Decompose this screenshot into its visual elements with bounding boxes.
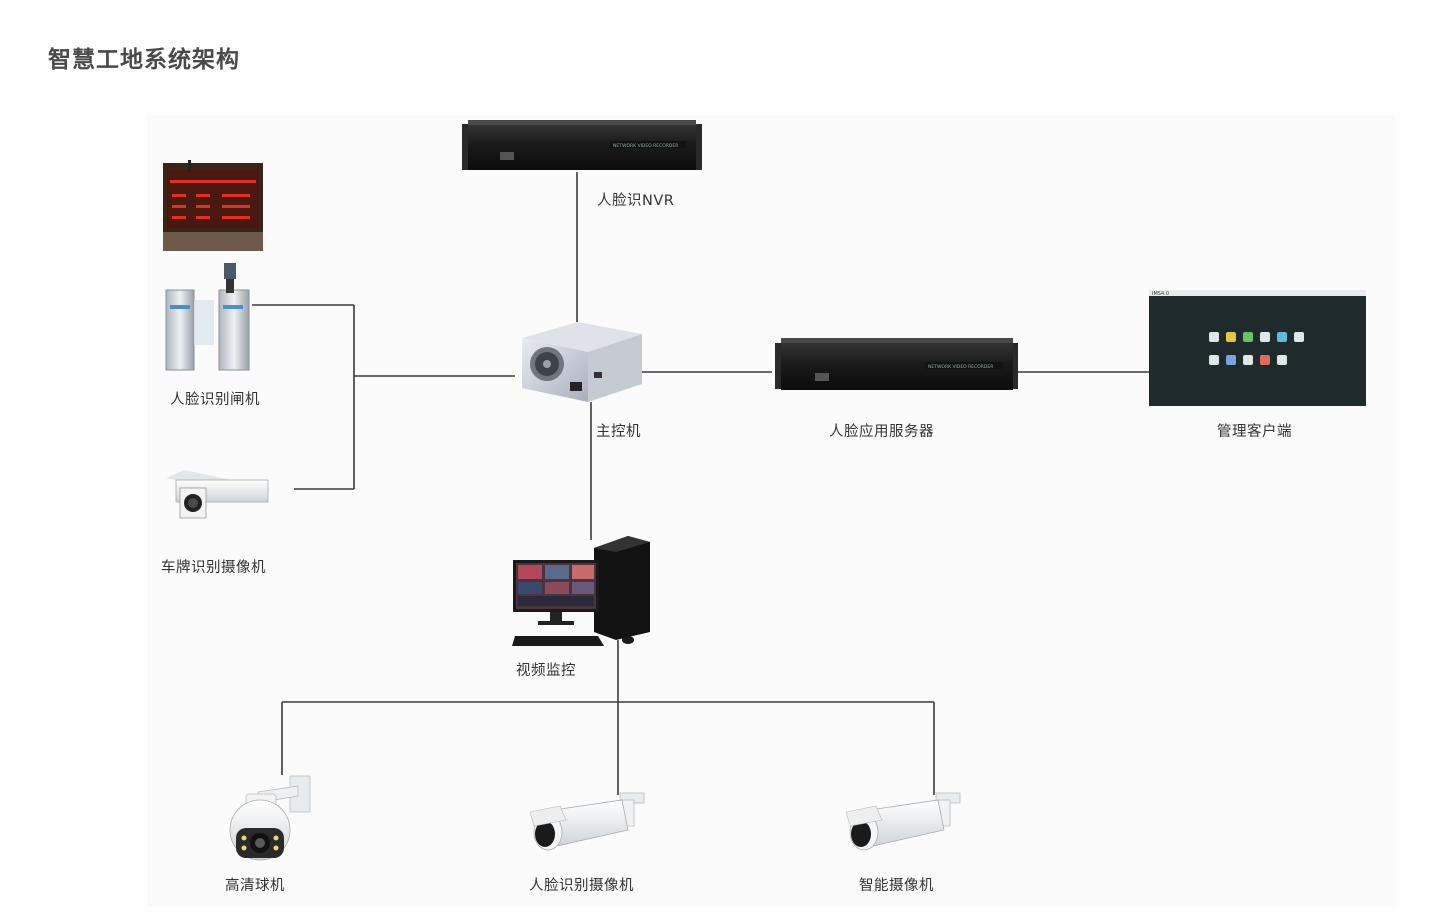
smart-camera-device: [845, 792, 961, 851]
led-display-device: [163, 160, 263, 251]
server-caption: NETWORK VIDEO RECORDER: [928, 364, 993, 370]
label-host: 主控机: [596, 424, 641, 440]
face-server-device: NETWORK VIDEO RECORDER: [775, 338, 1018, 390]
video-monitor-device: [512, 536, 650, 646]
page-title: 智慧工地系统架构: [48, 47, 240, 73]
nvr-caption: NETWORK VIDEO RECORDER: [613, 143, 678, 149]
plate-camera-device: [166, 470, 270, 519]
screen-caption: IMS4.0: [1152, 291, 1169, 297]
label-client: 管理客户端: [1217, 424, 1292, 440]
host-device: [522, 322, 642, 402]
nvr-device: NETWORK VIDEO RECORDER: [462, 120, 702, 170]
diagram-panel: [146, 115, 1396, 907]
gate-device: [165, 263, 250, 371]
label-face-server: 人脸应用服务器: [829, 424, 934, 440]
connection-lines: [252, 172, 1150, 795]
client-screen-device: IMS4.0: [1149, 290, 1366, 406]
client-app-icons: [1209, 332, 1304, 365]
label-nvr: 人脸识NVR: [597, 193, 675, 209]
dome-camera-device: [229, 775, 311, 861]
label-smart-camera: 智能摄像机: [859, 878, 934, 894]
label-face-camera: 人脸识别摄像机: [529, 878, 634, 894]
label-gate: 人脸识别闸机: [170, 392, 260, 408]
label-video-monitor: 视频监控: [516, 663, 576, 679]
face-camera-device: [529, 792, 645, 851]
label-dome-camera: 高清球机: [225, 878, 285, 894]
label-plate-camera: 车牌识别摄像机: [161, 560, 266, 576]
